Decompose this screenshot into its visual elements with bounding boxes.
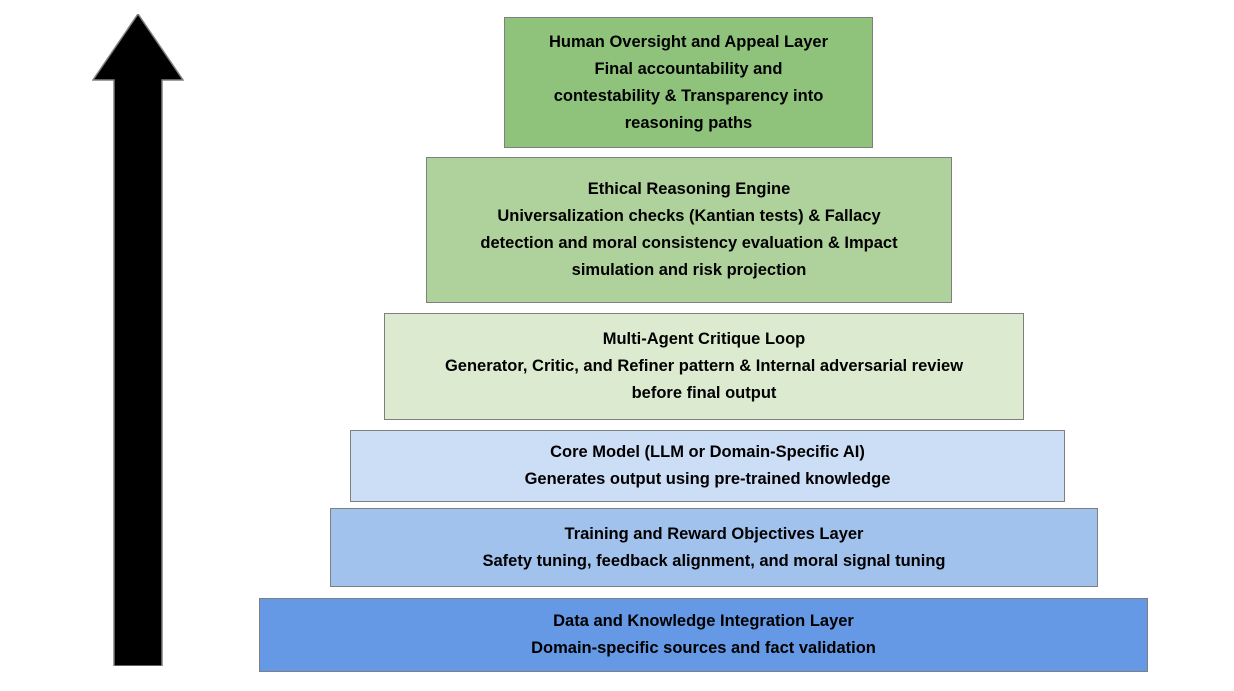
- layer-detail-line: contestability & Transparency into: [553, 86, 824, 105]
- pyramid-layer-ethical-reasoning-engine: Ethical Reasoning Engine Universalizatio…: [426, 157, 952, 303]
- layer-detail-line: Domain-specific sources and fact validat…: [531, 639, 876, 657]
- layer-title: Training and Reward Objectives Layer: [564, 524, 864, 543]
- layer-title: Core Model (LLM or Domain-Specific AI): [550, 443, 865, 461]
- pyramid-layer-human-oversight: Human Oversight and Appeal Layer Final a…: [504, 17, 873, 148]
- layer-detail-line: Generator, Critic, and Refiner pattern &…: [444, 357, 964, 375]
- layer-detail-line: Universalization checks (Kantian tests) …: [497, 207, 881, 225]
- layer-detail-line: before final output: [631, 384, 777, 402]
- layer-title: Human Oversight and Appeal Layer: [548, 32, 829, 51]
- layer-title: Ethical Reasoning Engine: [587, 180, 791, 198]
- layer-title: Multi-Agent Critique Loop: [602, 330, 806, 348]
- pyramid-layer-training-reward-objectives: Training and Reward Objectives Layer Saf…: [330, 508, 1098, 587]
- layer-detail-line: simulation and risk projection: [571, 261, 807, 279]
- layer-detail-line: reasoning paths: [624, 113, 753, 132]
- up-arrow-icon: [92, 14, 184, 666]
- layer-detail-line: Safety tuning, feedback alignment, and m…: [482, 551, 946, 570]
- pyramid-layer-multi-agent-critique-loop: Multi-Agent Critique Loop Generator, Cri…: [384, 313, 1024, 420]
- pyramid-layer-data-knowledge-integration: Data and Knowledge Integration Layer Dom…: [259, 598, 1148, 672]
- pyramid-layer-core-model: Core Model (LLM or Domain-Specific AI) G…: [350, 430, 1065, 502]
- layer-detail-line: Final accountability and: [594, 59, 783, 78]
- layer-detail-line: detection and moral consistency evaluati…: [480, 234, 898, 252]
- layer-title: Data and Knowledge Integration Layer: [553, 612, 854, 630]
- layer-detail-line: Generates output using pre-trained knowl…: [524, 470, 891, 488]
